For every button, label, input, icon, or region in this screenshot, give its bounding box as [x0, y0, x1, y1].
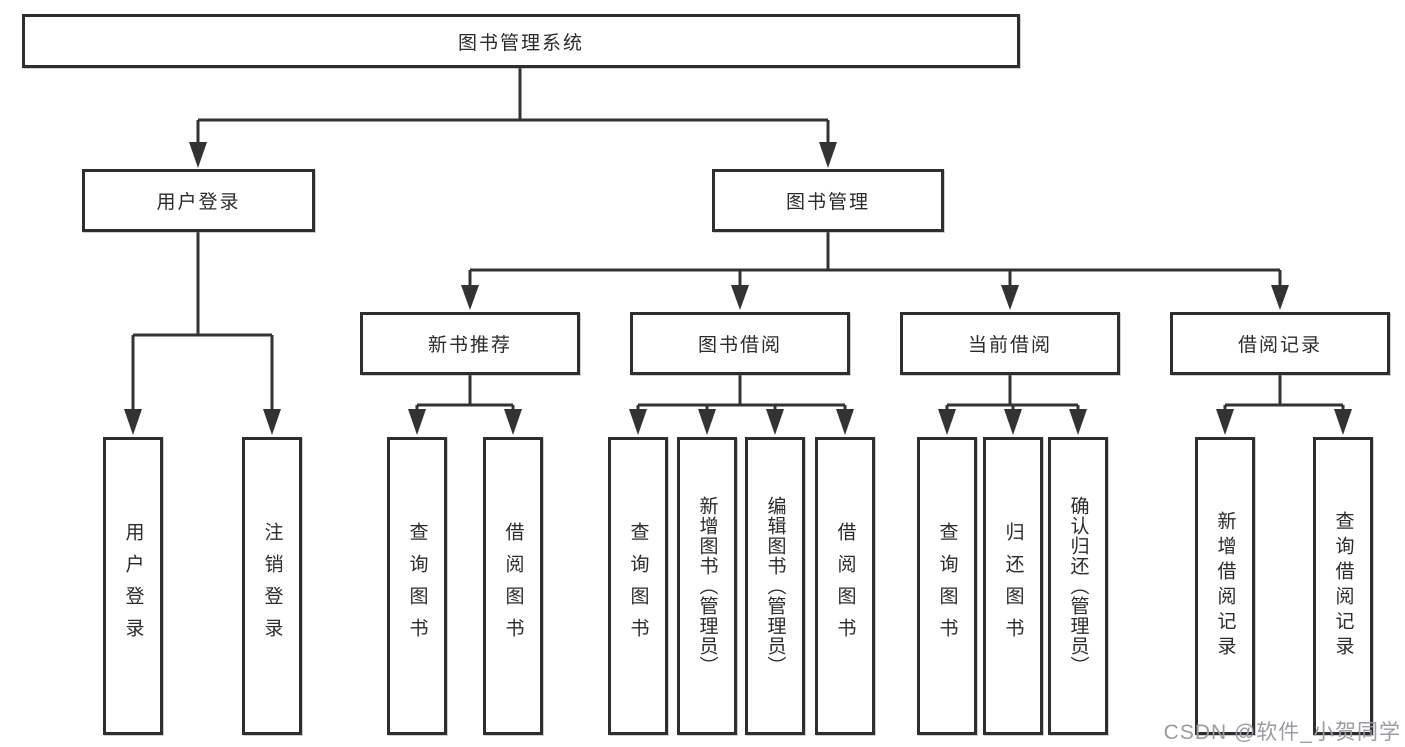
leaf-label: 注销登录 — [261, 522, 283, 650]
node-leaf-add-books-admin: 新增图书（管理员） — [677, 437, 737, 735]
leaf-label: 用户登录 — [122, 522, 144, 650]
node-leaf-edit-books-admin: 编辑图书（管理员） — [745, 437, 805, 735]
node-leaf-query-books-3: 查询图书 — [917, 437, 977, 735]
node-leaf-user-login: 用户登录 — [103, 437, 163, 735]
node-leaf-confirm-return-admin: 确认归还（管理员） — [1048, 437, 1108, 735]
leaf-label: 确认归还（管理员） — [1067, 496, 1089, 676]
node-book-management-group: 图书管理 — [712, 169, 944, 232]
watermark: CSDN @软件_小贺同学 — [1163, 721, 1401, 744]
leaf-label: 查询图书 — [936, 522, 958, 650]
node-current-borrow: 当前借阅 — [900, 312, 1120, 375]
leaf-label: 编辑图书（管理员） — [764, 496, 786, 676]
node-new-book-recommend: 新书推荐 — [360, 312, 580, 375]
node-leaf-query-books-1: 查询图书 — [387, 437, 447, 735]
leaf-label: 查询借阅记录 — [1332, 511, 1354, 661]
leaf-label: 借阅图书 — [834, 522, 856, 650]
node-borrow-records: 借阅记录 — [1170, 312, 1390, 375]
node-leaf-add-borrow-record: 新增借阅记录 — [1195, 437, 1255, 735]
node-book-borrow: 图书借阅 — [630, 312, 850, 375]
leaf-label: 新增图书（管理员） — [696, 496, 718, 676]
node-leaf-borrow-books-1: 借阅图书 — [483, 437, 543, 735]
leaf-label: 归还图书 — [1002, 522, 1024, 650]
node-leaf-logout: 注销登录 — [242, 437, 302, 735]
node-root-system: 图书管理系统 — [22, 14, 1020, 68]
leaf-label: 新增借阅记录 — [1214, 511, 1236, 661]
node-user-login-group: 用户登录 — [82, 169, 315, 232]
node-leaf-query-books-2: 查询图书 — [608, 437, 668, 735]
node-leaf-borrow-books-2: 借阅图书 — [815, 437, 875, 735]
node-leaf-return-books: 归还图书 — [983, 437, 1043, 735]
leaf-label: 查询图书 — [627, 522, 649, 650]
leaf-label: 借阅图书 — [502, 522, 524, 650]
leaf-label: 查询图书 — [406, 522, 428, 650]
node-leaf-query-borrow-record: 查询借阅记录 — [1313, 437, 1373, 735]
arrowheads — [124, 142, 1352, 435]
